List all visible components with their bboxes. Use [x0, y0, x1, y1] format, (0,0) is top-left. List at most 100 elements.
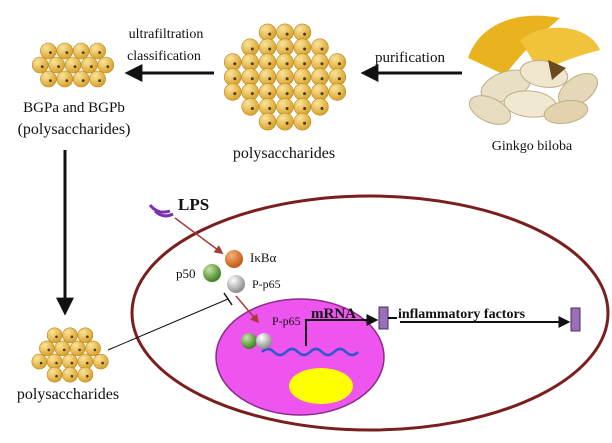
lps-icon — [148, 204, 174, 218]
bead-dot — [268, 107, 272, 110]
translocation-arrow — [235, 295, 260, 324]
polysaccharide-bead — [258, 112, 277, 131]
bead-dot — [285, 62, 289, 66]
bead-dot — [49, 51, 52, 54]
polysaccharide-bead — [48, 56, 65, 74]
bead-dot — [39, 361, 43, 365]
bgp-cluster — [31, 42, 115, 88]
bead-dot — [86, 374, 89, 378]
pp65-nuc-label: P-p65 — [272, 314, 301, 328]
polysaccharides-top-label: polysaccharides — [233, 145, 335, 162]
bead-dot — [268, 77, 272, 81]
bead-dot — [320, 77, 324, 81]
bead-dot — [285, 32, 289, 36]
polysaccharide-bead — [276, 83, 294, 101]
bead-dot — [320, 107, 324, 110]
bead-dot — [233, 77, 237, 81]
polysaccharide-bead — [311, 98, 329, 116]
transcription-arrow — [305, 314, 379, 346]
ultrafiltration-label: ultrafiltration — [129, 27, 204, 42]
mrna-inhibitor-box — [378, 306, 389, 330]
bead-dot — [268, 62, 272, 66]
polysaccharide-bead — [241, 98, 259, 116]
bead-dot — [233, 62, 237, 66]
bead-dot — [55, 374, 58, 378]
lps-arrow — [174, 217, 224, 255]
bead-dot — [93, 348, 97, 352]
polysaccharide-bead — [64, 56, 82, 74]
mrna-label: mRNA — [311, 306, 356, 322]
purification-label: purification — [375, 50, 445, 66]
polysaccharide-bead — [39, 340, 55, 357]
polysaccharide-bead — [40, 42, 57, 60]
bead-dot — [268, 92, 272, 96]
polysaccharide-cluster-top — [223, 23, 347, 131]
polysaccharide-bead — [311, 68, 329, 86]
bgp-label-line2: (polysaccharides) — [18, 121, 131, 138]
bead-dot — [337, 62, 341, 66]
polysaccharide-bead — [258, 38, 277, 57]
polysaccharide-bead — [293, 83, 312, 101]
polysaccharide-bead — [46, 366, 63, 383]
polysaccharide-bead — [62, 366, 78, 383]
nuclear-p65-ball — [256, 333, 272, 349]
bead-dot — [73, 65, 77, 68]
polysaccharide-bead — [31, 56, 49, 74]
polysaccharide-bead — [81, 56, 98, 74]
bead-dot — [250, 62, 254, 66]
bead-dot — [233, 92, 237, 96]
polysaccharide-bead — [223, 68, 242, 86]
bead-dot — [250, 92, 254, 96]
inhibition-bar — [223, 292, 233, 306]
bead-dot — [57, 65, 60, 68]
polysaccharide-bead — [89, 70, 106, 88]
bead-dot — [303, 62, 307, 66]
polysaccharide-bead — [328, 53, 347, 71]
p65-ball — [227, 275, 245, 293]
bead-dot — [55, 361, 58, 365]
bead-dot — [40, 65, 44, 68]
polysaccharide-bead — [241, 53, 259, 71]
polysaccharide-bead — [56, 42, 74, 60]
ginkgo-label: Ginkgo biloba — [492, 139, 573, 154]
polysaccharide-bead — [77, 327, 94, 344]
bead-dot — [303, 92, 307, 96]
bead-dot — [337, 92, 341, 96]
bead-dot — [65, 51, 69, 54]
polysaccharide-bead — [72, 42, 90, 60]
inhibition-line — [107, 298, 229, 351]
ikba-label: IκBα — [250, 250, 277, 265]
bead-dot — [47, 348, 51, 352]
polysaccharide-bead — [293, 38, 312, 57]
polysaccharides-bottom-label: polysaccharides — [17, 386, 119, 403]
polysaccharide-bead — [258, 53, 277, 71]
bead-dot — [55, 335, 58, 339]
bead-dot — [106, 65, 110, 68]
polysaccharide-bead — [258, 98, 277, 116]
polysaccharide-bead — [56, 70, 74, 88]
bead-dot — [268, 47, 272, 51]
bead-dot — [303, 47, 307, 51]
nuclear-p50-ball — [241, 333, 257, 349]
bead-dot — [320, 47, 324, 51]
bead-dot — [86, 335, 89, 339]
bead-dot — [303, 32, 307, 36]
polysaccharide-bead — [328, 68, 347, 86]
bgp-label-line1: BGPa and BGPb — [23, 100, 125, 116]
bead-dot — [90, 65, 93, 68]
polysaccharide-bead — [293, 98, 312, 116]
bead-dot — [86, 361, 89, 365]
bead-dot — [268, 121, 272, 125]
polysaccharide-bead — [241, 38, 259, 57]
polysaccharide-bead — [85, 340, 101, 357]
factors-inhibitor-box — [570, 307, 581, 332]
bead-dot — [303, 121, 307, 125]
polysaccharide-bead — [72, 70, 90, 88]
bead-dot — [49, 79, 52, 82]
polysaccharide-bead — [276, 38, 294, 57]
bead-dot — [81, 79, 85, 82]
polysaccharide-bead — [77, 353, 94, 370]
bead-dot — [337, 77, 341, 81]
inflammatory-factors-label: inflammatory factors — [398, 307, 526, 322]
